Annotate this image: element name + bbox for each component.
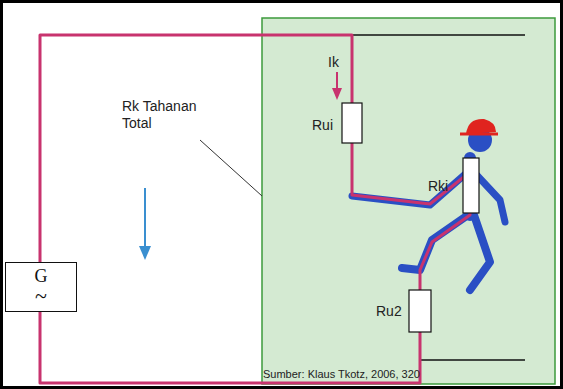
resistor-label: Rui [312, 117, 333, 133]
resistor-symbol [409, 290, 431, 332]
current-arrow [336, 72, 338, 90]
leader-line [200, 140, 262, 196]
resistor-symbol [463, 158, 479, 213]
rail [420, 359, 525, 361]
panel [262, 18, 555, 384]
voltage-arrow [139, 246, 151, 260]
resistance-label: Rk Tahanan Total [122, 98, 217, 132]
current-label: Ik [328, 54, 339, 70]
voltage-arrow [144, 188, 146, 248]
current-arrow [332, 88, 342, 100]
node-text: G [35, 267, 48, 285]
source-note: Sumber: Klaus Tkotz, 2006, 320 [263, 368, 420, 380]
resistor-label: Rki [428, 178, 448, 194]
resistor-symbol [342, 103, 362, 143]
wire [40, 35, 470, 383]
resistor-label: Ru2 [376, 303, 402, 319]
generator-box: G~ [5, 262, 77, 312]
rail [352, 34, 525, 36]
person [352, 119, 505, 290]
node-text: ~ [35, 285, 47, 307]
